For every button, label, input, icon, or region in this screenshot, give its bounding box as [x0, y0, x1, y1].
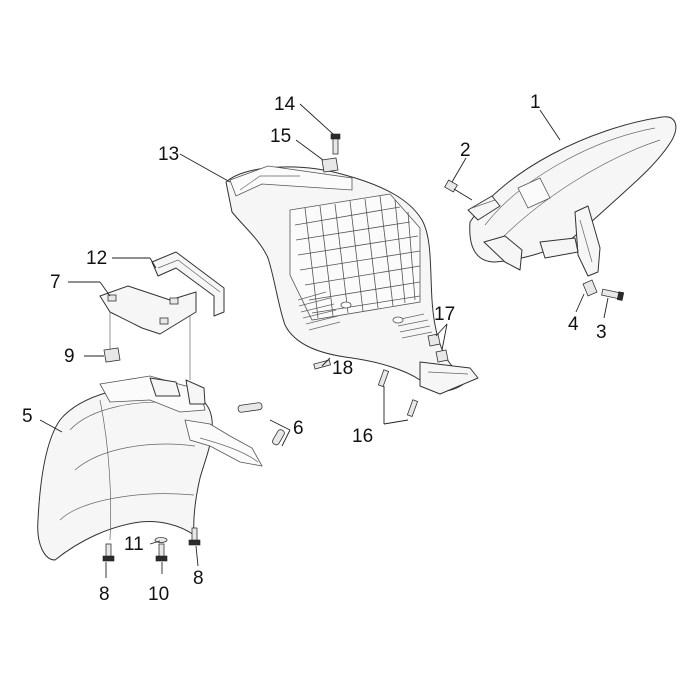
bolt-2: [444, 179, 473, 201]
callout-18: 18: [332, 358, 353, 379]
assembly-lines: [109, 312, 191, 380]
callout-7: 7: [50, 272, 61, 293]
callout-2: 2: [460, 140, 471, 161]
callout-3: 3: [596, 322, 607, 343]
nut-4: [582, 279, 598, 297]
callout-12: 12: [86, 248, 107, 269]
callout-10: 10: [148, 584, 169, 605]
callout-13: 13: [158, 144, 179, 165]
callout-4: 4: [568, 314, 579, 335]
clip-6: [237, 402, 285, 446]
screw-18: [313, 359, 331, 370]
callout-11: 11: [124, 534, 144, 555]
callout-8-left: 8: [99, 584, 110, 605]
screw-14: [330, 133, 341, 155]
callout-15: 15: [270, 126, 291, 147]
front-mudguard: [37, 375, 263, 561]
callout-8-right: 8: [193, 568, 204, 589]
bracket-12: [151, 251, 225, 317]
callout-14: 14: [274, 94, 296, 115]
callout-9: 9: [64, 346, 75, 367]
rear-mudguard: [467, 116, 677, 277]
ribbed-vent-left: [297, 291, 341, 331]
screw-8-left: [102, 543, 115, 562]
splash-shield: [225, 165, 479, 395]
clip-17: [427, 333, 449, 363]
screw-16: [377, 369, 419, 418]
vent-grille: [294, 195, 421, 319]
bolt-3: [601, 288, 625, 301]
leader-lines: [39, 103, 609, 578]
screw-10: [155, 543, 168, 562]
callout-17: 17: [434, 304, 455, 325]
screw-8-right: [188, 527, 201, 546]
callout-1: 1: [530, 92, 541, 113]
callout-5: 5: [22, 406, 33, 427]
callout-6: 6: [293, 418, 304, 439]
callout-labels: 1 2 3 4 5 6 7 8 8 9 10 11 12 13 14 15 16…: [22, 92, 607, 605]
clip-15: [321, 157, 339, 173]
support-plate-7: [99, 285, 197, 335]
clip-9: [103, 347, 121, 363]
callout-16: 16: [352, 426, 373, 447]
